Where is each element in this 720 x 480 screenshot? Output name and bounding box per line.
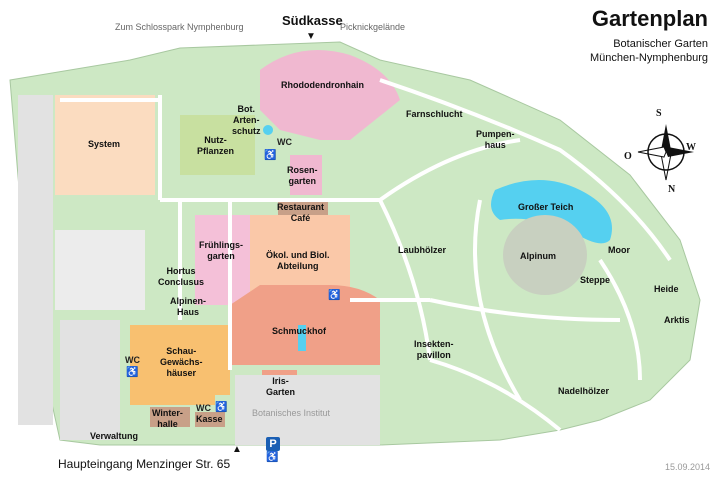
label-system: System (88, 139, 121, 149)
parking-icon: P (266, 437, 280, 451)
restaurant-area (278, 200, 328, 215)
label-verwaltung: Verwaltung (90, 431, 139, 441)
compass-w: W (686, 142, 696, 153)
schmuckhof-pond (298, 325, 306, 351)
label-farnschlucht: Farnschlucht (406, 109, 463, 119)
label-pumpenhaus: Pumpen- haus (476, 129, 515, 150)
wc-south: WC (196, 403, 211, 413)
link-schlosspark[interactable]: Zum Schlosspark Nymphenburg (115, 22, 244, 32)
label-restaurant: Restaurant Café (277, 202, 325, 223)
compass-o: O (624, 151, 632, 162)
label-kasse: Kasse (196, 414, 223, 424)
rhododendron-area (260, 50, 400, 140)
label-heide: Heide (654, 284, 679, 294)
label-institut: Botanisches Institut (252, 408, 331, 418)
west-strip (55, 230, 145, 310)
subtitle-2: München-Nymphenburg (589, 52, 708, 64)
suedkasse-label: Südkasse (282, 13, 343, 28)
verwaltung-block (60, 320, 120, 440)
label-nutzpflanzen: Nutz- Pflanzen (197, 135, 235, 156)
alpinum-area (503, 215, 587, 295)
label-hortus: Hortus Conclusus (158, 266, 205, 287)
entrance-marker-icon: ▲ (232, 444, 242, 455)
nutzpflanzen-area (180, 115, 255, 175)
wc-north: WC (277, 137, 292, 147)
subtitle-1: Botanischer Garten (613, 38, 708, 50)
map-date: 15.09.2014 (664, 462, 710, 472)
label-fruehlingsgarten: Frühlings- garten (199, 240, 243, 261)
wheelchair-icon: ♿ (266, 452, 279, 463)
wheelchair-icon: ♿ (328, 290, 341, 301)
artenschutz-pond (263, 125, 273, 135)
label-arktis: Arktis (664, 315, 690, 325)
label-alpinum: Alpinum (520, 251, 556, 261)
wc-west: WC (125, 355, 140, 365)
label-nadelhoelzer: Nadelhölzer (558, 386, 610, 396)
west-buildings (18, 95, 53, 425)
label-artenschutz: Bot. Arten- schutz (232, 104, 261, 136)
label-rosengarten: Rosen- garten (287, 165, 318, 186)
wheelchair-icon: ♿ (215, 402, 228, 413)
link-picknick[interactable]: Picknickgelände (340, 22, 406, 32)
compass-rose-icon (637, 124, 694, 181)
label-rhododendronhain: Rhododendronhain (281, 80, 364, 90)
label-alpinenhaus: Alpinen- Haus (170, 296, 206, 317)
label-laubhoelzer: Laubhölzer (398, 245, 447, 255)
system-area (55, 95, 155, 195)
compass-n: N (668, 184, 676, 195)
entrance-label: Haupteingang Menzinger Str. 65 (58, 457, 231, 471)
label-steppe: Steppe (580, 275, 611, 285)
label-iris: Iris- Garten (266, 376, 296, 397)
glasshouse-area (130, 325, 230, 405)
label-grosser-teich: Großer Teich (518, 202, 574, 212)
path-network (60, 78, 672, 432)
label-insektenpavillon: Insekten- pavillon (414, 339, 454, 360)
label-schmuckhof: Schmuckhof (272, 326, 327, 336)
wheelchair-icon: ♿ (264, 150, 277, 161)
grosser-teich (491, 180, 612, 244)
wheelchair-icon: ♿ (126, 367, 139, 378)
rosen-area (290, 155, 322, 195)
fruehling-area (195, 215, 255, 305)
winterhalle-area (150, 407, 190, 427)
kasse-area (195, 412, 225, 427)
map-title: Gartenplan (591, 6, 708, 31)
label-oekol: Ökol. und Biol. Abteilung (266, 250, 330, 271)
label-glashaeuser: Schau- Gewächs- häuser (160, 346, 203, 378)
label-winterhalle: Winter- halle (152, 408, 183, 429)
label-moor: Moor (608, 245, 630, 255)
institut-area (235, 375, 380, 445)
south-gate-marker-icon: ▼ (306, 31, 316, 42)
compass-s: S (656, 108, 662, 119)
